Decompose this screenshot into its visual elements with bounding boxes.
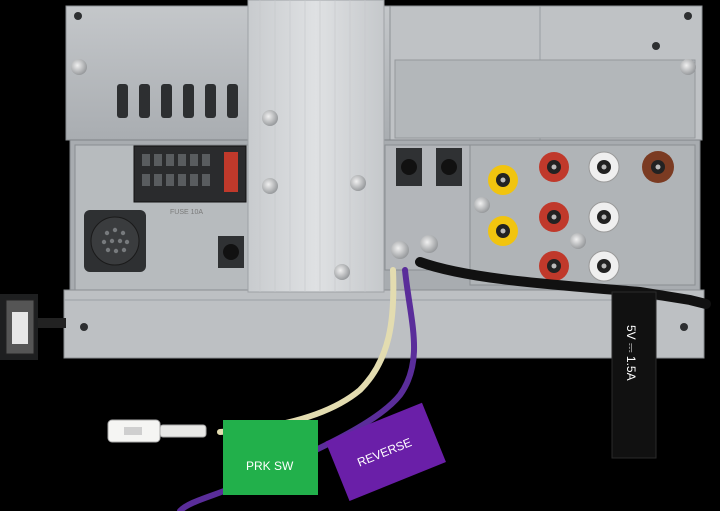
vent-slots	[117, 84, 238, 118]
audio-jack-1	[396, 148, 422, 186]
wiring-harness-connector	[133, 145, 247, 203]
prk-sw-label: PRK SW	[246, 459, 294, 473]
rca-jack-white-1	[588, 151, 620, 183]
rca-jack-white-3	[588, 250, 620, 282]
rca-jack-brown	[642, 151, 674, 183]
usb-plug	[0, 294, 66, 360]
fuse-label: FUSE 10A	[170, 209, 203, 216]
usb-rating-tag: 5V ⎓ 1.5A	[611, 291, 657, 459]
rca-jack-red-2	[539, 202, 569, 232]
rca-jack-yellow-2	[488, 216, 518, 246]
heatsink-plate	[247, 0, 385, 293]
fuse	[224, 152, 238, 192]
round-multi-pin-connector	[84, 210, 146, 272]
usb-rating-label: 5V ⎓ 1.5A	[624, 325, 638, 381]
spade-terminal	[107, 419, 207, 443]
reverse-wire	[177, 267, 418, 511]
rca-jack-red-1	[539, 152, 569, 182]
audio-jack-2	[436, 148, 462, 186]
audio-jack-mid	[218, 236, 244, 268]
rca-jack-red-3	[539, 251, 569, 281]
rca-jack-white-2	[588, 201, 620, 233]
reverse-tag: REVERSE	[325, 402, 446, 502]
screws	[71, 12, 696, 331]
prk-sw-tag: PRK SW	[223, 420, 318, 495]
rca-jack-yellow-1	[488, 165, 518, 195]
